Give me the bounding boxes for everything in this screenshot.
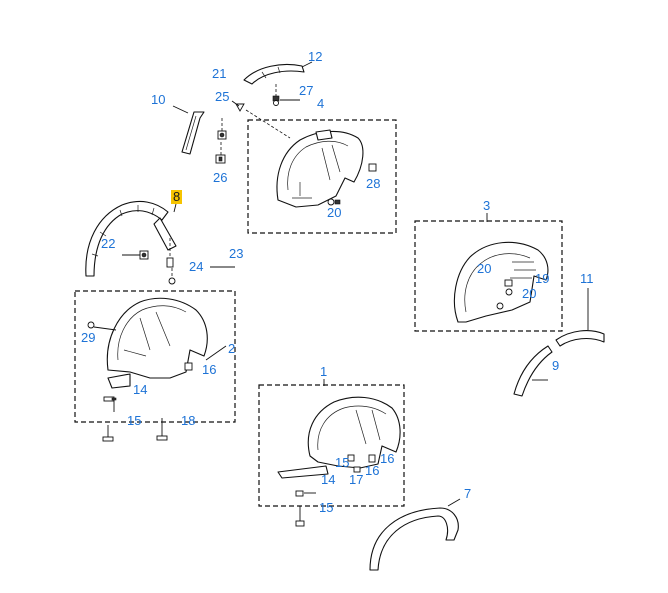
callout-8[interactable]: 8 bbox=[171, 189, 183, 204]
callout-22[interactable]: 22 bbox=[101, 236, 116, 251]
clip-28[interactable] bbox=[368, 163, 377, 172]
callout-2[interactable]: 2 bbox=[228, 341, 236, 356]
group-box-2 bbox=[74, 290, 236, 423]
screw-14-group1[interactable] bbox=[295, 490, 304, 497]
clip-16-group1[interactable] bbox=[368, 454, 376, 463]
callout-16-group2[interactable]: 16 bbox=[202, 362, 217, 377]
nut-21[interactable] bbox=[217, 130, 227, 140]
clip-17[interactable] bbox=[353, 466, 361, 473]
screw-18-group2[interactable] bbox=[156, 418, 168, 441]
clip-15-group1[interactable] bbox=[347, 454, 355, 462]
washer-29[interactable] bbox=[87, 321, 95, 329]
arch-trim-12[interactable] bbox=[243, 63, 305, 85]
group-box-1 bbox=[258, 384, 405, 507]
clip-19[interactable] bbox=[504, 279, 513, 287]
callout-23[interactable]: 23 bbox=[229, 246, 244, 261]
callout-19[interactable]: 19 bbox=[535, 271, 550, 286]
callout-3[interactable]: 3 bbox=[483, 198, 491, 213]
callout-15-group1-b[interactable]: 15 bbox=[319, 500, 334, 515]
arch-trim-8[interactable] bbox=[85, 200, 177, 277]
screw-8-lower[interactable] bbox=[168, 277, 176, 285]
callout-17[interactable]: 17 bbox=[349, 472, 364, 487]
screw-15-group1[interactable] bbox=[295, 506, 305, 527]
callout-25[interactable]: 25 bbox=[215, 89, 230, 104]
callout-28[interactable]: 28 bbox=[366, 176, 381, 191]
callout-15-group2[interactable]: 15 bbox=[127, 413, 142, 428]
wheel-liner-1[interactable] bbox=[277, 396, 401, 479]
callout-20-group3-b[interactable]: 20 bbox=[522, 286, 537, 301]
arch-strip-11[interactable] bbox=[555, 330, 605, 347]
screw-20-upper[interactable] bbox=[327, 198, 341, 206]
arch-strip-7[interactable] bbox=[369, 507, 459, 571]
clip-24[interactable] bbox=[166, 257, 174, 268]
wheel-liner-2[interactable] bbox=[106, 297, 208, 389]
callout-14-group1[interactable]: 14 bbox=[321, 472, 336, 487]
callout-20-group3-a[interactable]: 20 bbox=[477, 261, 492, 276]
wheel-liner-3[interactable] bbox=[453, 241, 549, 323]
wheel-liner-upper[interactable] bbox=[276, 129, 364, 208]
callout-16-group1-b[interactable]: 16 bbox=[365, 463, 380, 478]
arch-strip-9[interactable] bbox=[513, 345, 553, 397]
screw-20-group3[interactable] bbox=[496, 288, 513, 310]
callout-18[interactable]: 18 bbox=[181, 413, 196, 428]
callout-11[interactable]: 11 bbox=[580, 271, 594, 286]
bracket-10[interactable] bbox=[181, 111, 205, 155]
callout-21[interactable]: 21 bbox=[212, 66, 227, 81]
callout-10[interactable]: 10 bbox=[151, 92, 166, 107]
callout-24[interactable]: 24 bbox=[189, 259, 204, 274]
callout-1[interactable]: 1 bbox=[320, 364, 328, 379]
callout-16-group1-a[interactable]: 16 bbox=[380, 451, 395, 466]
callout-27[interactable]: 27 bbox=[299, 83, 314, 98]
callout-15-group1-a[interactable]: 15 bbox=[335, 455, 350, 470]
clip-27[interactable] bbox=[272, 95, 280, 106]
callout-29[interactable]: 29 bbox=[81, 330, 96, 345]
nut-22[interactable] bbox=[139, 250, 149, 260]
callout-12[interactable]: 12 bbox=[308, 49, 323, 64]
clip-16-group2[interactable] bbox=[184, 362, 193, 371]
callout-4[interactable]: 4 bbox=[317, 96, 325, 111]
callout-14-group2[interactable]: 14 bbox=[133, 382, 148, 397]
screw-15-group2[interactable] bbox=[102, 425, 114, 442]
callout-9[interactable]: 9 bbox=[552, 358, 560, 373]
group-box-liner-upper bbox=[247, 119, 397, 234]
callout-7[interactable]: 7 bbox=[464, 486, 472, 501]
group-box-3 bbox=[414, 220, 563, 332]
callout-26[interactable]: 26 bbox=[213, 170, 228, 185]
clip-26[interactable] bbox=[215, 154, 226, 164]
callout-20-upper[interactable]: 20 bbox=[327, 205, 342, 220]
